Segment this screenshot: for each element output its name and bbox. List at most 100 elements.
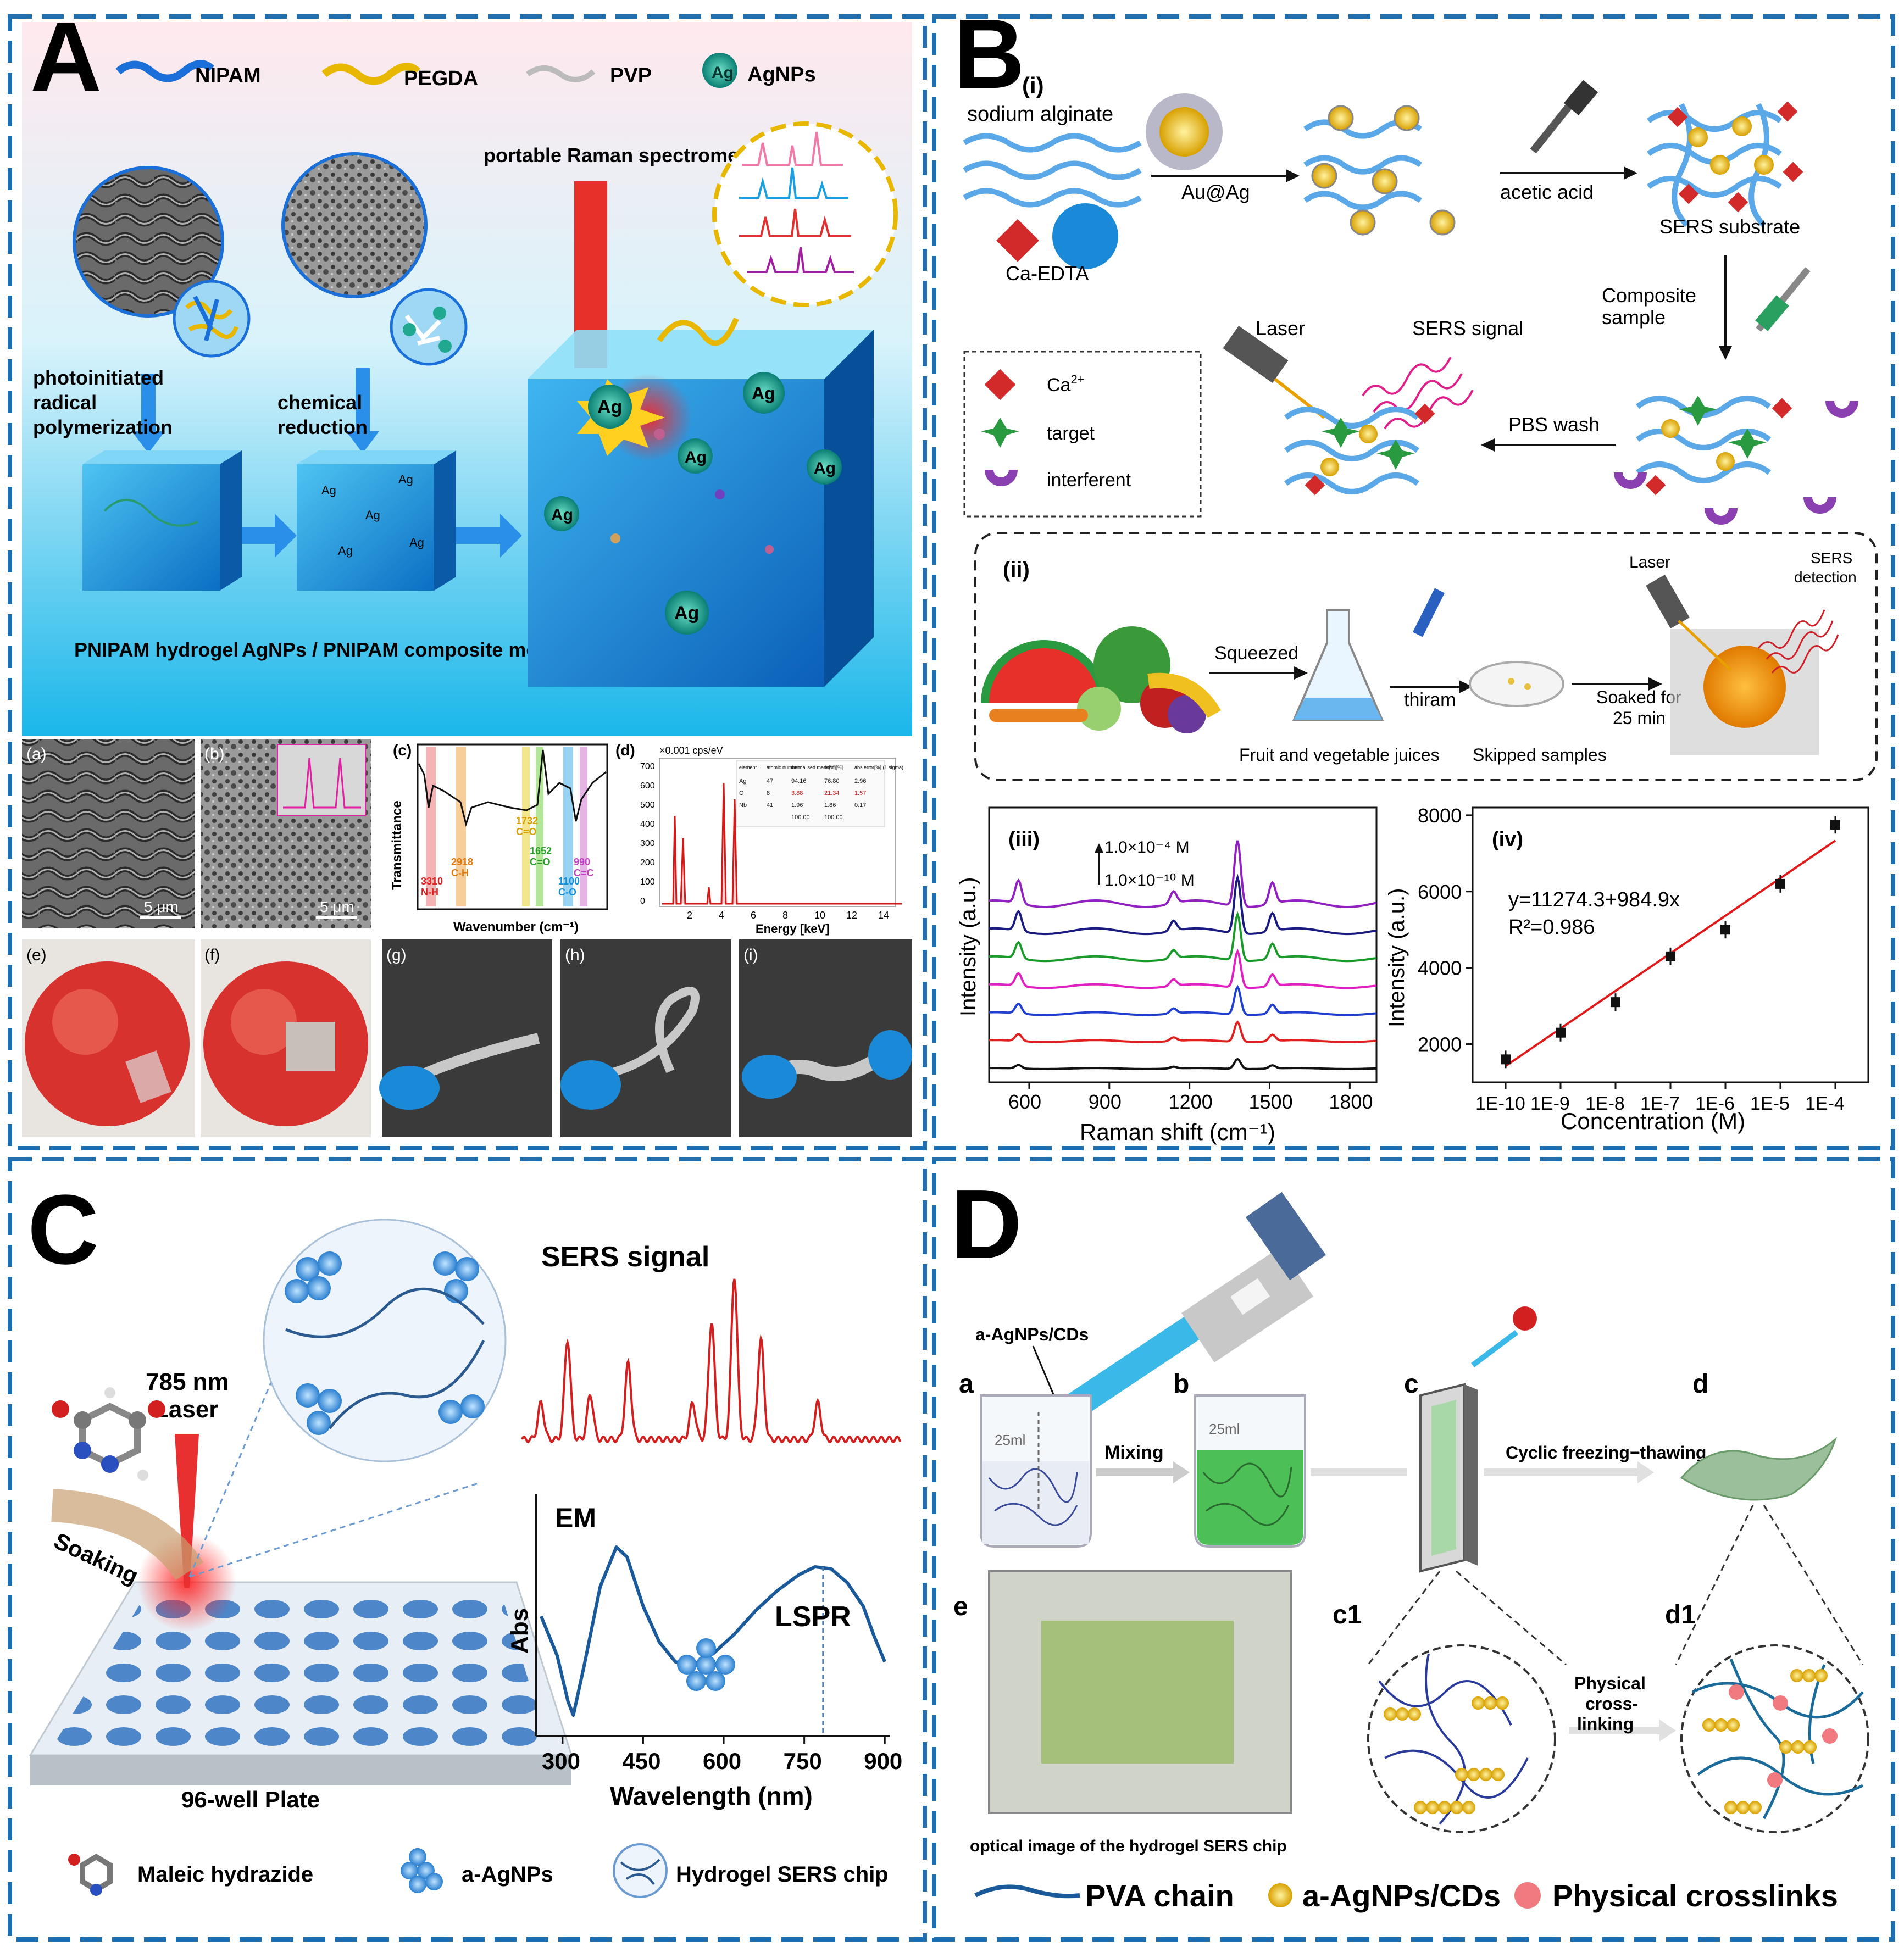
step-c: c xyxy=(1404,1370,1419,1399)
eds-table-cell: 8 xyxy=(767,790,770,797)
eds-table-cell: 21.34 xyxy=(824,790,840,797)
label-ca-edta: Ca-EDTA xyxy=(1006,262,1089,285)
sample-droplet xyxy=(1703,646,1786,728)
ftir-peak-wn: 2918 xyxy=(451,856,473,867)
svg-text:(c): (c) xyxy=(393,742,412,759)
panel-b-letter: B xyxy=(953,0,1025,109)
raman-series xyxy=(989,948,1377,989)
svg-text:Ag: Ag xyxy=(685,448,707,466)
legend-interferent: interferent xyxy=(1047,470,1131,491)
label-skipped: Skipped samples xyxy=(1473,745,1607,765)
label-squeezed: Squeezed xyxy=(1214,643,1298,664)
label-abs: Abs xyxy=(506,1608,533,1654)
panel-c-border xyxy=(8,1157,927,1942)
label-iv: (iv) xyxy=(1492,828,1523,851)
label-ii: (ii) xyxy=(1003,558,1030,582)
eds-ytick: 200 xyxy=(640,858,655,867)
svg-text:Transmittance: Transmittance xyxy=(390,800,404,890)
eds-table-cell: O xyxy=(739,790,744,797)
sers-signal-trace xyxy=(521,1278,902,1444)
eds-table-cell: 76.80 xyxy=(824,778,840,785)
label-sub-i: (i) xyxy=(743,946,758,964)
label-reagent: a-AgNPs/CDs xyxy=(975,1325,1089,1344)
label-sub-a: (a) xyxy=(26,745,47,763)
label-iii: (iii) xyxy=(1008,828,1040,851)
svg-text:25ml: 25ml xyxy=(1209,1421,1240,1437)
panel-c-letter: C xyxy=(27,1175,99,1285)
label-lspr: LSPR xyxy=(775,1601,851,1633)
eds-table-cell: 1.57 xyxy=(854,790,866,797)
eds-xtick: 2 xyxy=(687,910,692,921)
panel-a-border xyxy=(8,14,927,1150)
label-optical-image: optical image of the hydrogel SERS chip xyxy=(970,1837,1287,1855)
abs-xtick: 600 xyxy=(703,1748,741,1774)
cal-xtick: 1E-9 xyxy=(1530,1093,1570,1114)
raman-series xyxy=(989,874,1377,936)
captured-network-left xyxy=(1284,403,1435,496)
panel-a-legend: NIPAM PEGDA PVP Ag AgNPs xyxy=(115,53,816,90)
abs-xtick: 900 xyxy=(864,1748,902,1774)
ftir-peak-group: C=O xyxy=(530,856,551,867)
raman-xtick: 1200 xyxy=(1169,1091,1213,1113)
label-laser-nm: 785 nm xyxy=(146,1369,229,1395)
label-sub-h: (h) xyxy=(565,946,585,964)
label-physical-2: cross- xyxy=(1585,1694,1638,1714)
laser-device xyxy=(1223,325,1289,383)
step1-line3: polymerization xyxy=(33,416,173,438)
cal-point xyxy=(1830,820,1840,830)
raman-series xyxy=(989,1058,1377,1070)
label-d1: d1 xyxy=(1665,1600,1696,1629)
fruits-vegetables xyxy=(981,626,1222,733)
abs-xtick: 300 xyxy=(542,1748,580,1774)
abs-xtick: 750 xyxy=(784,1748,822,1774)
eds-xtick: 4 xyxy=(719,910,724,921)
cal-point xyxy=(1611,997,1620,1008)
svg-text:×0.001 cps/eV: ×0.001 cps/eV xyxy=(659,745,723,756)
scalebar-a: 5 μm xyxy=(144,898,179,915)
eds-table-cell: 3.88 xyxy=(791,790,803,797)
eds-ytick: 400 xyxy=(640,820,655,829)
svg-text:Ag: Ag xyxy=(409,536,424,549)
eds-table-cell: 100.00 xyxy=(824,814,843,821)
cal-xtick: 1E-5 xyxy=(1750,1093,1790,1114)
legend-nipam: NIPAM xyxy=(195,64,261,87)
panel-c-legend: Maleic hydrazide a-AgNPs Hydrogel SERS c… xyxy=(68,1843,889,1898)
label-freeze-thaw: Cyclic freezing−thawing xyxy=(1506,1443,1706,1462)
label-juices: Fruit and vegetable juices xyxy=(1239,745,1440,765)
sers-substrate-network xyxy=(1647,101,1803,227)
label-e: e xyxy=(953,1592,968,1621)
label-sodium-alginate: sodium alginate xyxy=(967,103,1113,126)
label-conc-hi: 1.0×10⁻⁴ M xyxy=(1104,838,1190,856)
pipette-icon xyxy=(1050,1192,1326,1428)
panel-a: A NIPAM PEGDA PVP Ag AgNPs photoinitiate… xyxy=(22,2,912,1137)
eds-xtick: 10 xyxy=(814,910,825,921)
laser-device-ii xyxy=(1646,575,1690,628)
cal-xtick: 1E-4 xyxy=(1805,1093,1845,1114)
beaker-b: 25ml xyxy=(1194,1394,1306,1548)
label-soaked-1: Soaked for xyxy=(1596,687,1681,707)
eds-chart: (d) ×0.001 cps/eV 7006005004003002001000… xyxy=(615,742,903,936)
ftir-peak-group: C-H xyxy=(451,867,469,878)
panel-d: D a-AgNPs/CDs a b c d 25ml Mixing xyxy=(951,1169,1869,1913)
ag-nanoparticle-icon xyxy=(702,53,737,88)
big-composite-cube: Ag Ag Ag Ag Ag Ag xyxy=(528,330,874,687)
legend-ca: Ca2+ xyxy=(1047,372,1085,396)
legend-pvp: PVP xyxy=(610,64,652,87)
spectra-bubble xyxy=(712,121,898,307)
eds-ytick: 300 xyxy=(640,839,655,848)
step-a: a xyxy=(959,1370,974,1399)
eds-table-head: Atom[%] xyxy=(824,765,843,770)
cal-ytick: 4000 xyxy=(1418,957,1462,980)
svg-text:Ag: Ag xyxy=(551,506,573,524)
pvp-swatch xyxy=(526,65,596,82)
ftir-peak-group: N-H xyxy=(421,887,438,898)
eds-table-cell: Nb xyxy=(739,802,747,809)
step2-line2: reduction xyxy=(277,416,368,438)
label-composite-1: Composite xyxy=(1602,284,1696,307)
fit-equation: y=11274.3+984.9x xyxy=(1508,888,1680,911)
hydrogel-film-d xyxy=(1680,1437,1838,1501)
eds-table-cell: 0.17 xyxy=(854,802,866,809)
ftir-peak-wn: 1732 xyxy=(516,815,538,826)
